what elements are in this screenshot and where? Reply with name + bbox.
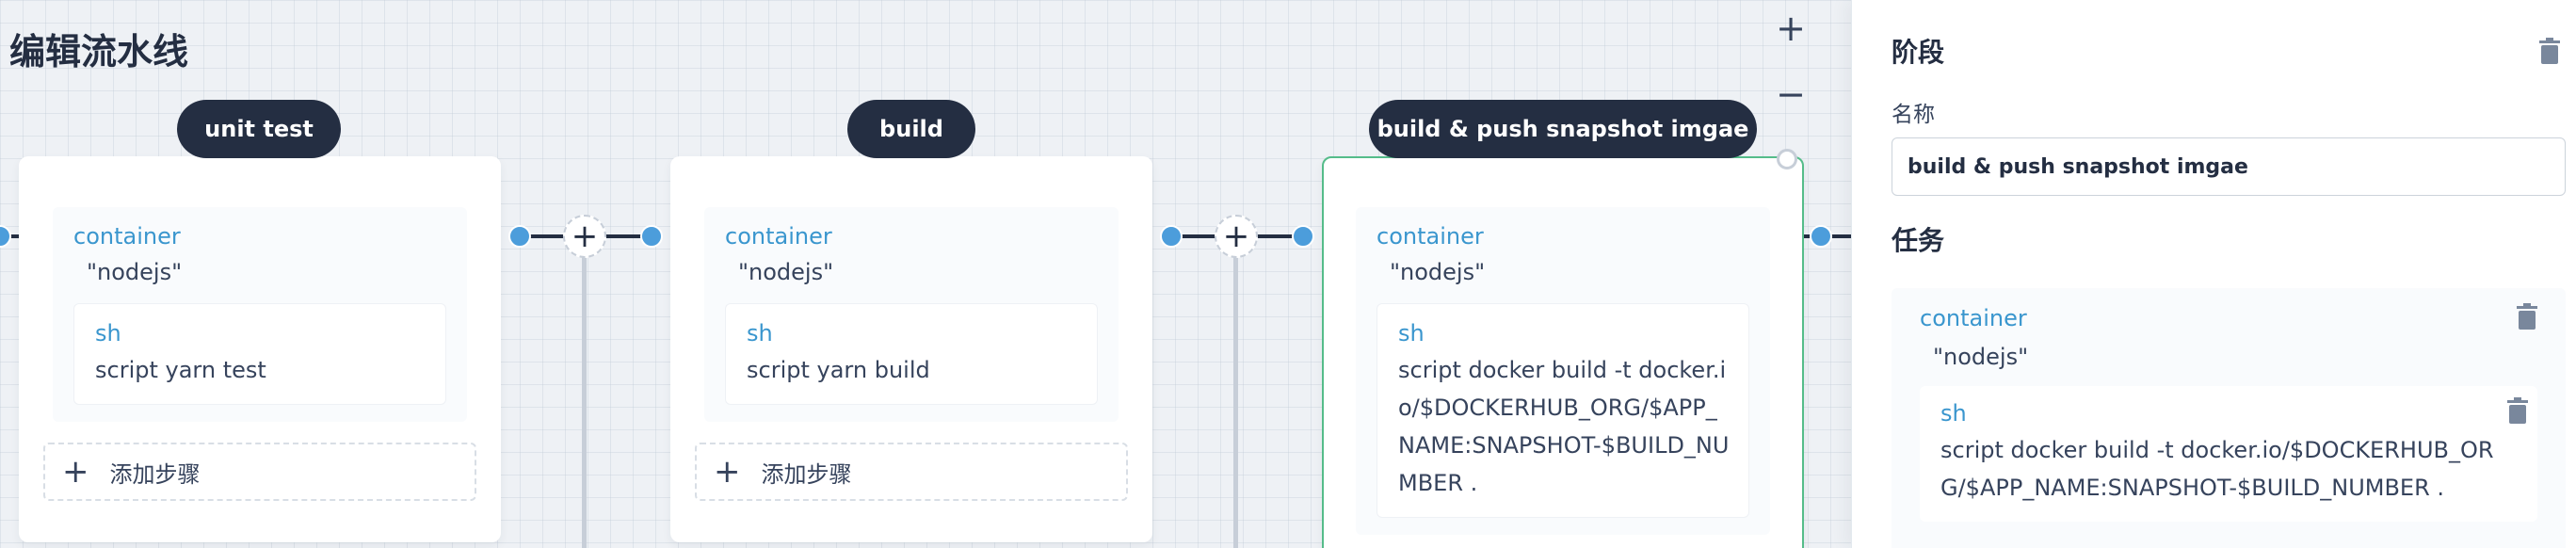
- step-sh[interactable]: sh script yarn build: [725, 303, 1098, 405]
- add-step-label: 添加步骤: [109, 460, 201, 488]
- step-script: script docker build -t docker.io/$DOCKER…: [1398, 357, 1730, 496]
- step-type: sh: [1940, 400, 1967, 427]
- plus-icon: +: [62, 453, 89, 491]
- resize-handle[interactable]: [1777, 149, 1797, 169]
- task-container[interactable]: container "nodejs" sh script yarn build: [704, 207, 1119, 422]
- branch-line: [582, 235, 587, 548]
- step-type: sh: [1398, 320, 1425, 347]
- task-container[interactable]: container "nodejs" sh script yarn test: [53, 207, 467, 422]
- add-stage-button[interactable]: +: [563, 215, 606, 258]
- step-sh[interactable]: sh script yarn test: [73, 303, 446, 405]
- connector-dot: [1160, 225, 1183, 248]
- delete-task-trash-icon[interactable]: [2517, 303, 2537, 330]
- page-title: 编辑流水线: [9, 31, 189, 73]
- delete-stage-trash-icon[interactable]: [2539, 38, 2560, 64]
- add-step-label: 添加步骤: [761, 460, 852, 488]
- add-step-button[interactable]: + 添加步骤: [43, 443, 476, 501]
- connector-dot: [0, 225, 11, 248]
- panel-task-container[interactable]: container "nodejs" sh script docker buil…: [1892, 288, 2566, 548]
- zoom-out-button[interactable]: −: [1776, 73, 1806, 115]
- connector-dot: [1810, 225, 1832, 248]
- connector-dot: [508, 225, 531, 248]
- task-arg: "nodejs": [87, 259, 183, 285]
- add-step-button[interactable]: + 添加步骤: [695, 443, 1128, 501]
- task-type: container: [73, 223, 181, 250]
- plus-icon: +: [714, 453, 741, 491]
- task-container[interactable]: container "nodejs" sh script docker buil…: [1356, 207, 1770, 535]
- stage-title-build-push-snapshot[interactable]: build & push snapshot imgae: [1369, 100, 1757, 158]
- stage-card-unit-test[interactable]: container "nodejs" sh script yarn test +…: [19, 156, 501, 542]
- connector-dot: [640, 225, 663, 248]
- name-field-label: 名称: [1892, 103, 1935, 127]
- stage-edit-panel: 阶段 名称 任务 container "nodejs" sh script do…: [1851, 0, 2576, 548]
- stage-name-input[interactable]: [1892, 137, 2566, 196]
- task-type: container: [1920, 305, 2027, 331]
- step-script: script yarn test: [95, 357, 266, 383]
- task-type: container: [1377, 223, 1484, 250]
- stage-title-unit-test[interactable]: unit test: [177, 100, 341, 158]
- stage-title-build[interactable]: build: [847, 100, 975, 158]
- step-type: sh: [747, 320, 773, 347]
- connector-dot: [1292, 225, 1314, 248]
- delete-step-trash-icon[interactable]: [2507, 397, 2528, 424]
- stage-card-build-push-snapshot[interactable]: container "nodejs" sh script docker buil…: [1322, 156, 1804, 548]
- panel-section-tasks: 任务: [1892, 225, 1945, 256]
- step-script: script yarn build: [747, 357, 930, 383]
- step-sh[interactable]: sh script docker build -t docker.io/$DOC…: [1377, 303, 1749, 518]
- task-arg: "nodejs": [738, 259, 834, 285]
- task-arg: "nodejs": [1390, 259, 1486, 285]
- task-arg: "nodejs": [1933, 344, 2029, 370]
- step-script: script docker build -t docker.io/$DOCKER…: [1940, 437, 2494, 501]
- panel-step-sh[interactable]: sh script docker build -t docker.io/$DOC…: [1920, 386, 2537, 522]
- zoom-in-button[interactable]: +: [1776, 8, 1806, 49]
- add-stage-button[interactable]: +: [1215, 215, 1258, 258]
- stage-card-build[interactable]: container "nodejs" sh script yarn build …: [670, 156, 1152, 542]
- branch-line: [1233, 235, 1238, 548]
- panel-section-stage: 阶段: [1892, 37, 1945, 68]
- step-type: sh: [95, 320, 121, 347]
- task-type: container: [725, 223, 832, 250]
